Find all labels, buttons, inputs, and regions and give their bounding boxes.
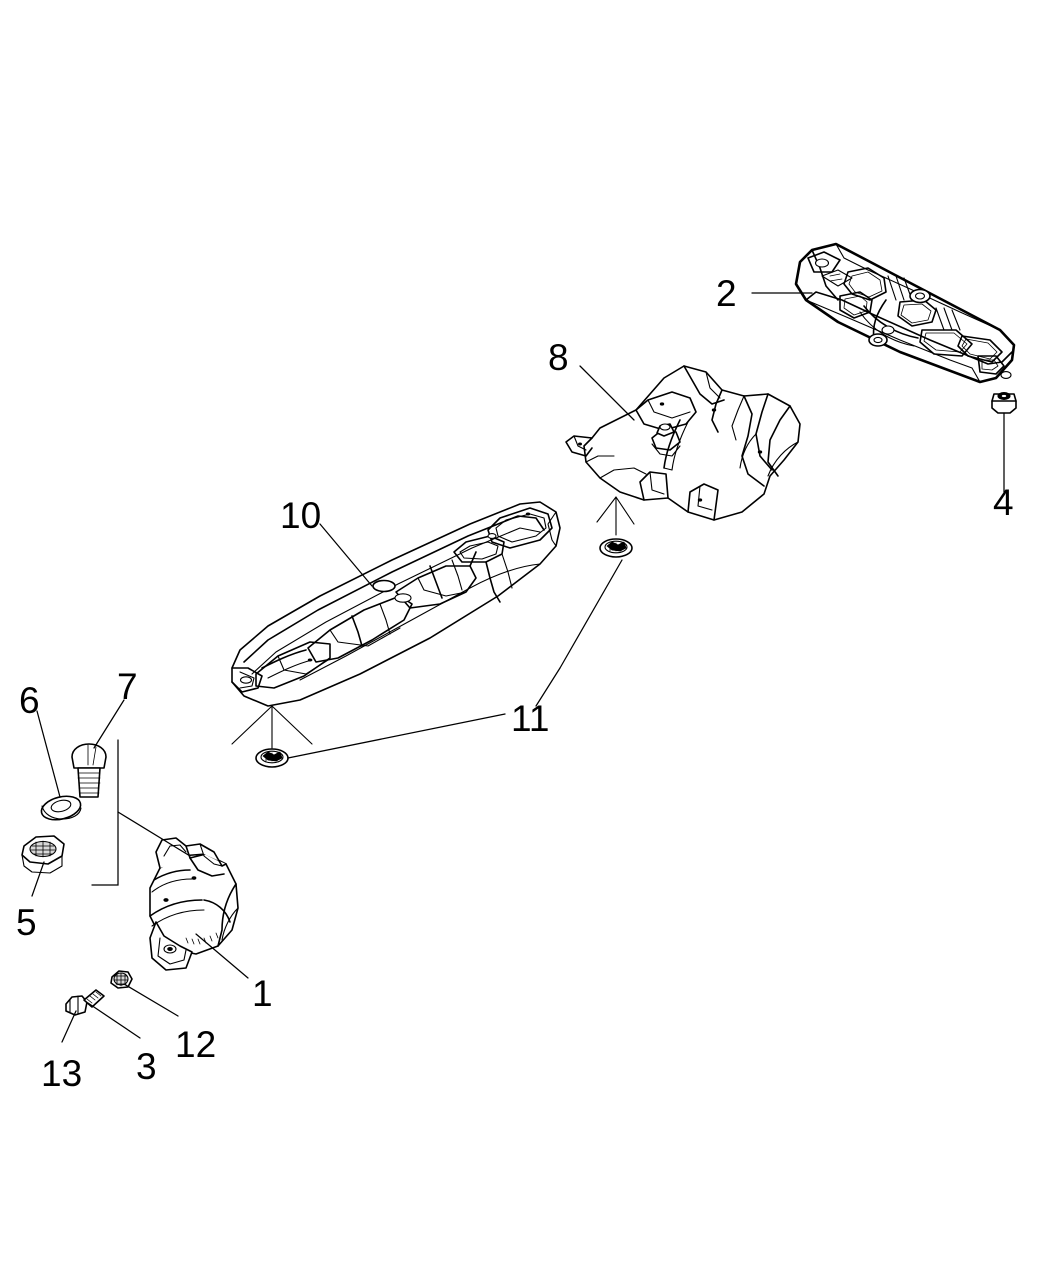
part-1-heat-shield-catalytic-converter (149, 837, 239, 971)
part-8-heat-shield-center-tunnel-rear (565, 365, 801, 521)
callout-11: 11 (511, 698, 550, 739)
leader-12 (123, 983, 179, 1017)
leader-11-b2 (559, 559, 623, 669)
callout-12: 12 (175, 1024, 217, 1065)
part-2-heat-shield-upper-rear (794, 242, 1016, 384)
leader-6 (36, 710, 61, 798)
callout-8: 8 (548, 337, 569, 378)
leader-5 (31, 861, 45, 897)
part-3-bolt-shank (83, 989, 105, 1008)
part-4-nut-flanged (991, 392, 1017, 414)
leader-1 (195, 933, 249, 979)
callout-10: 10 (280, 495, 322, 536)
leader-13 (61, 1010, 77, 1043)
leader-11-b (535, 667, 561, 707)
part-11-grommet-upper (596, 496, 635, 558)
bracket-hardware-group (91, 739, 119, 886)
leader-7 (93, 699, 125, 749)
part-11-grommet-lower (231, 705, 313, 768)
callout-6: 6 (19, 680, 40, 721)
callout-4: 4 (993, 482, 1014, 523)
leader-3 (87, 1002, 141, 1039)
leader-10 (319, 523, 373, 587)
callout-13: 13 (41, 1053, 83, 1094)
part-7-bolt (71, 743, 107, 798)
leader-11-a (287, 713, 506, 759)
leader-8 (579, 365, 635, 421)
callout-2: 2 (716, 273, 737, 314)
part-5-nut-hex (21, 835, 65, 874)
leader-lines (31, 292, 1005, 1043)
part-6-washer (40, 795, 82, 821)
part-10-heat-shield-floor-tunnel (231, 501, 561, 707)
part-12-nut-small (110, 970, 133, 989)
part-13-bolt-head (65, 995, 88, 1016)
callout-5: 5 (16, 902, 37, 943)
bracket-hardware-lead (117, 811, 191, 857)
callout-1: 1 (252, 973, 273, 1014)
callout-7: 7 (117, 666, 138, 707)
callout-3: 3 (136, 1046, 157, 1087)
